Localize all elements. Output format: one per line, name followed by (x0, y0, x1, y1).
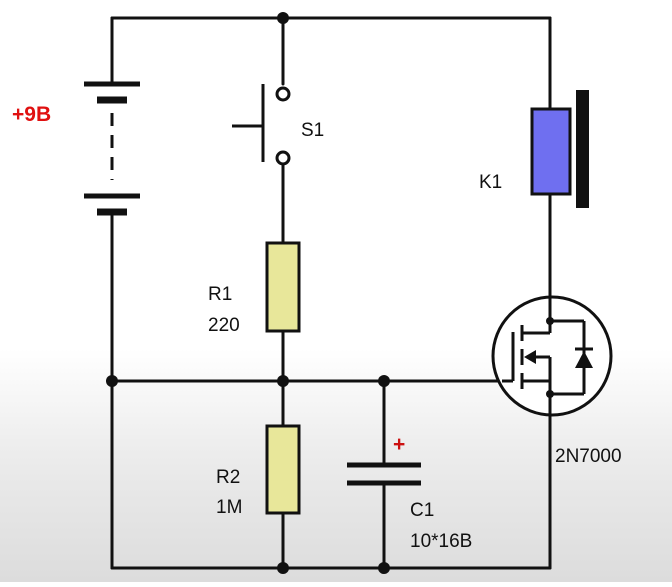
mosfet-diode-triangle (575, 351, 593, 368)
r2-value: 1M (216, 497, 242, 518)
junction-dot (277, 562, 289, 574)
junction-dot (277, 375, 289, 387)
junction-dot (546, 390, 554, 398)
transistor-label: 2N7000 (555, 446, 622, 467)
junction-dot (106, 375, 118, 387)
resistor-r1 (265, 241, 301, 333)
c1-name: C1 (410, 500, 434, 521)
junction-dot (378, 562, 390, 574)
junction-dot (378, 375, 390, 387)
relay-label: K1 (479, 172, 502, 193)
relay-armature (576, 90, 589, 208)
battery-symbol (84, 81, 140, 216)
junctions (106, 12, 390, 574)
mosfet-2n7000 (491, 295, 613, 417)
c1-value: 10*16B (410, 531, 472, 552)
c1-polarity-plus: + (393, 433, 405, 456)
mosfet-arrow (524, 350, 536, 364)
switch-symbol (232, 84, 291, 166)
r2-name: R2 (216, 467, 240, 488)
junction-dot (277, 12, 289, 24)
r1-value: 220 (208, 315, 240, 336)
junction-dot (546, 317, 554, 325)
r1-name: R1 (208, 284, 232, 305)
battery-label: +9B (12, 103, 51, 126)
capacitor-c1 (347, 462, 421, 486)
relay-coil-k1 (530, 107, 572, 196)
switch-label: S1 (301, 120, 324, 141)
resistor-r2 (265, 424, 301, 515)
wires (110, 16, 552, 570)
